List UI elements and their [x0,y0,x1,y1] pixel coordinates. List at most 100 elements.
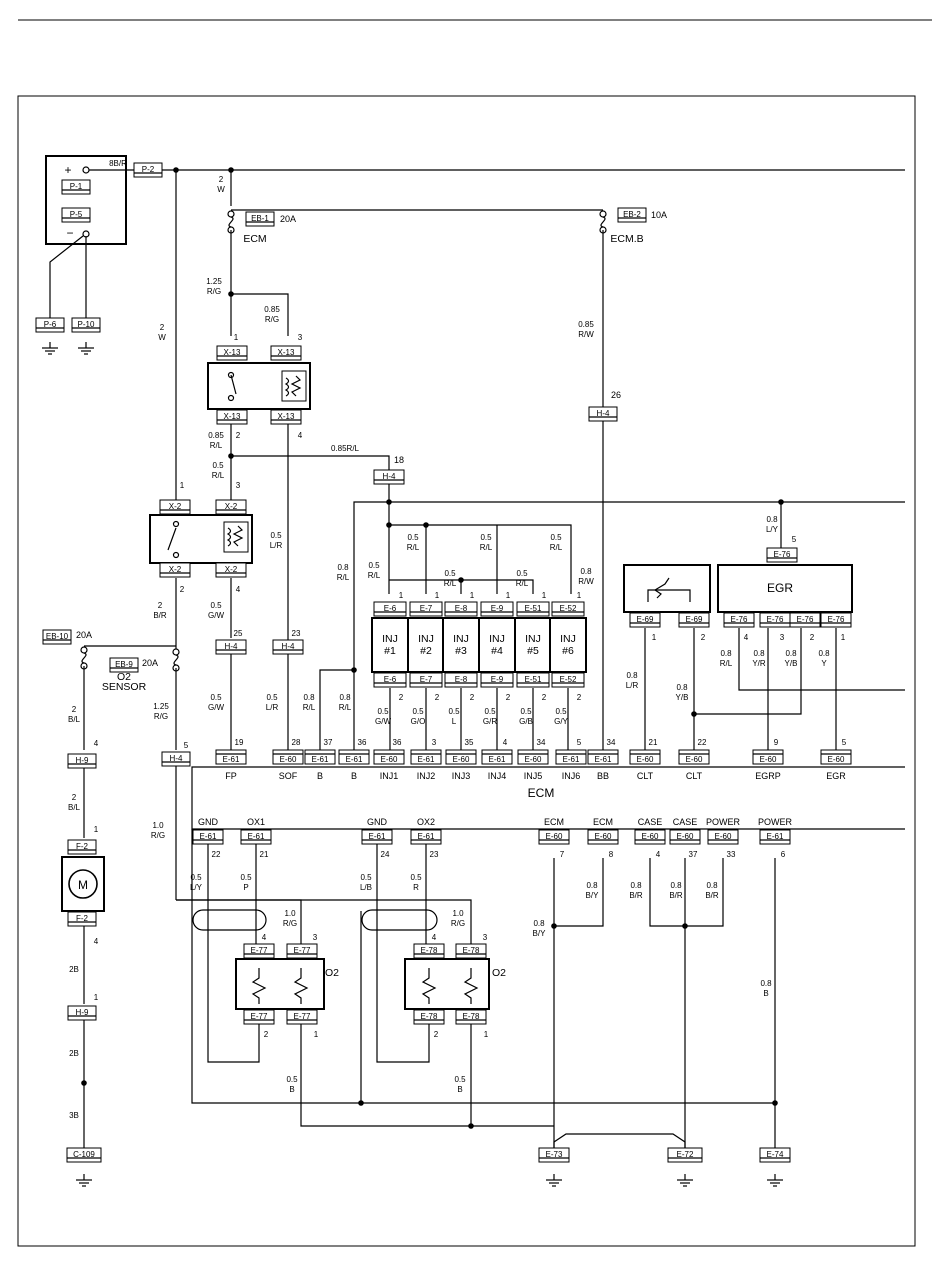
ecm-pin-number: 8 [609,850,614,859]
ecm-top-connector-label: E-60 [828,755,845,764]
ecm-pin-number: 4 [503,738,508,747]
injector-label: INJ#2 [418,633,434,657]
connector-h9-4-label: H-9 [76,756,89,765]
ecm-bottom-function: OX1 [247,817,265,827]
ecm-bottom-connector-label: E-61 [200,832,217,841]
connector-e73-label: E-73 [546,1150,563,1159]
label: 1 [841,633,846,642]
fuse-element [228,216,234,228]
wire [167,527,177,551]
terminal-ring [172,551,180,559]
ecm-top-function: FP [225,771,237,781]
connector-h4-18-label: H-4 [383,472,396,481]
label: 2 [264,1030,269,1039]
connector-eb2-label: EB-2 [623,210,641,219]
terminal-ring [82,166,90,174]
ecm-bottom-function: OX2 [417,817,435,827]
ecm-pin-number: 33 [727,850,736,859]
ecm-top-connector-label: E-61 [563,755,580,764]
motor-label: M [78,878,88,892]
wire [231,293,289,336]
label: 2 [506,693,511,702]
label: 4 [432,933,437,942]
o2-sensor-1 [235,958,325,1010]
ecm-pin-number: 36 [358,738,367,747]
label: 2 [577,693,582,702]
connector-x2-1-label: X-2 [169,502,182,511]
connector-eb1-label: EB-1 [251,214,269,223]
label: 1 [542,591,547,600]
connector-e78-1-label: E-78 [463,1012,480,1021]
ecm-pin-number: 34 [607,738,616,747]
ecm-top-function: CLT [637,771,654,781]
ecm-pin-number: 19 [235,738,244,747]
wire [230,374,237,395]
ecm-block [191,766,905,830]
ecm-label: ECM [528,786,555,800]
egr-ref [738,628,905,691]
label: 1 [180,481,185,490]
ecm-pin-number: 4 [656,850,661,859]
connector-x2-2-label: X-2 [169,565,182,574]
label: 23 [292,629,301,638]
motor-icon [68,869,98,899]
label: 1 [577,591,582,600]
ecm-top-function: INJ4 [488,771,507,781]
label: 4 [262,933,267,942]
wire [49,235,84,318]
ecm-bottom-function: GND [367,817,388,827]
connector-e76-label: E-76 [828,615,845,624]
injector-label: INJ#4 [489,633,505,657]
wire [376,844,430,1063]
ecm-pin-number: 21 [649,738,658,747]
ecm-top-function: INJ6 [562,771,581,781]
label: 5 [792,535,797,544]
ecm-pin-number: 37 [689,850,698,859]
wire [389,524,572,594]
connector-injector-top-label: E-9 [491,604,504,613]
ecm-pin-number: 5 [577,738,582,747]
ecm-top-connector-label: E-61 [223,755,240,764]
ecm-bottom-connector-label: E-60 [642,832,659,841]
terminal-ring [599,210,607,218]
ecm-bottom-function: CASE [638,817,663,827]
ecm-top-connector-label: E-60 [525,755,542,764]
connector-injector-top-label: E-7 [420,604,433,613]
injector-4 [478,617,516,673]
ecm-top-function: INJ3 [452,771,471,781]
wire-label: 8B/R [109,159,127,168]
label: 2 [434,1030,439,1039]
label: 4 [94,739,99,748]
ecm-pin-number: 23 [430,850,439,859]
label: 1 [506,591,511,600]
thermistor-arrow [653,577,670,599]
ecm-top-function: SOF [279,771,298,781]
ecm-top-connector-label: E-60 [453,755,470,764]
ecm-top-function: INJ1 [380,771,399,781]
connector-p5-label: P-5 [70,210,83,219]
connector-f2-1-label: F-2 [76,842,89,851]
connector-e72-label: E-72 [677,1150,694,1159]
connector-p6-label: P-6 [44,320,57,329]
label: 5 [184,741,189,750]
ecm-bottom-connector-label: E-61 [418,832,435,841]
